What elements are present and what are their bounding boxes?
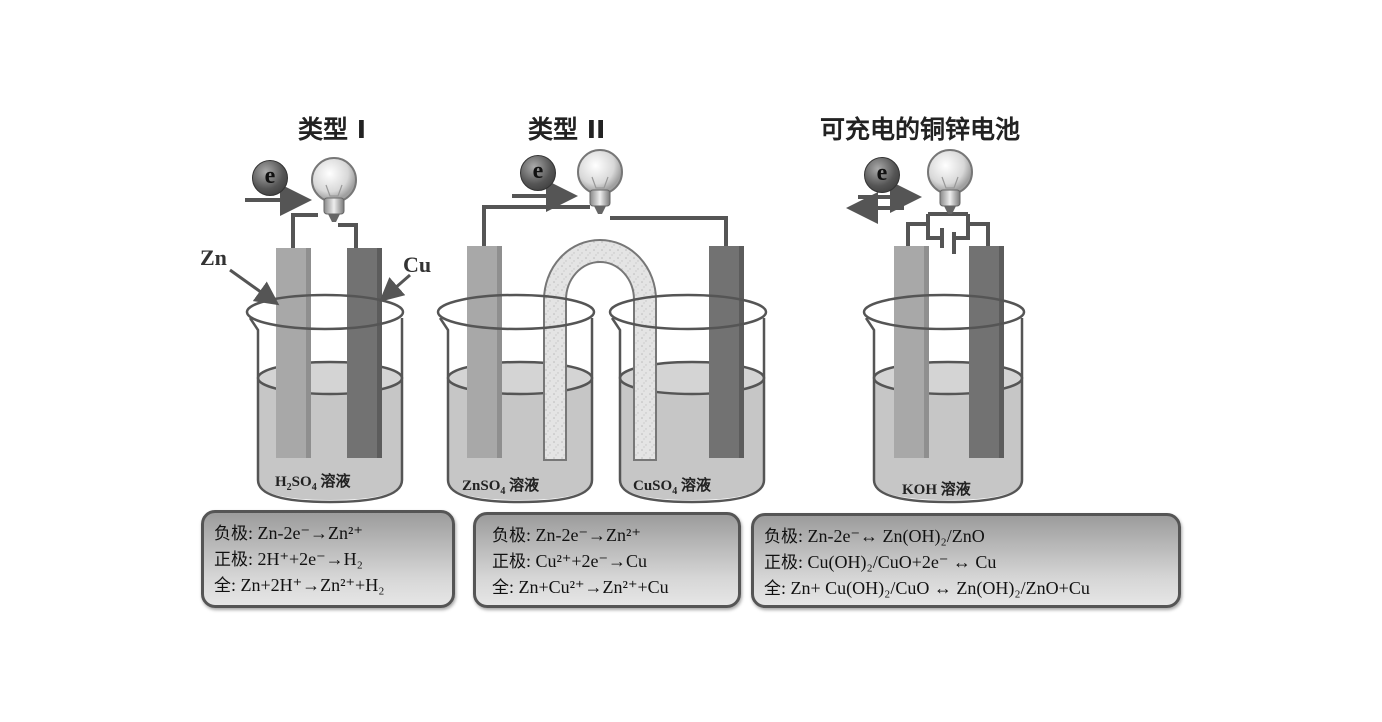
electron-icon: e — [864, 157, 900, 193]
equation-overall: 全: Zn+ Cu(OH)₂/CuO ↔ Zn(OH)₂/ZnO+Cu — [764, 578, 1090, 599]
cu-electrode — [347, 248, 381, 458]
equation-box-type-2: 负极: Zn-2e⁻→Zn²⁺ 正极: Cu²⁺+2e⁻→Cu 全: Zn+Cu… — [473, 512, 741, 608]
light-bulb-icon — [311, 157, 357, 222]
solution-label-koh: KOH 溶液 — [902, 482, 971, 498]
panel-type-1-art — [229, 157, 411, 504]
equation-box-type-1: 负极: Zn-2e⁻→Zn²⁺ 正极: 2H⁺+2e⁻→H₂ 全: Zn+2H⁺… — [201, 510, 455, 608]
parallel-circuit-with-battery — [906, 212, 990, 254]
light-bulb-icon — [927, 149, 973, 214]
zn-electrode — [894, 246, 928, 458]
equation-negative: 负极: Zn-2e⁻→Zn²⁺ — [492, 525, 641, 546]
cu-label: Cu — [403, 252, 432, 277]
zn-electrode — [467, 246, 501, 458]
beaker-outline — [862, 293, 1026, 504]
cu-pointer-arrow — [379, 273, 411, 302]
light-bulb-icon — [577, 149, 623, 214]
salt-bridge — [543, 239, 657, 461]
equation-overall: 全: Zn+2H⁺→Zn²⁺+H₂ — [214, 575, 385, 596]
equation-negative: 负极: Zn-2e⁻→Zn²⁺ — [214, 523, 363, 544]
beaker-outline — [245, 293, 405, 504]
zn-label: Zn — [200, 245, 227, 270]
equation-positive: 正极: 2H⁺+2e⁻→H₂ — [214, 549, 363, 570]
equation-box-rechargeable: 负极: Zn-2e⁻↔ Zn(OH)₂/ZnO 正极: Cu(OH)₂/CuO+… — [751, 513, 1181, 608]
beaker-outline — [436, 293, 768, 504]
equation-overall: 全: Zn+Cu²⁺→Zn²⁺+Cu — [492, 577, 669, 598]
zn-electrode — [276, 248, 310, 458]
electron-icon: e — [252, 160, 288, 196]
panel-title-rechargeable: 可充电的铜锌电池 — [820, 115, 1021, 144]
cu-electrode — [709, 246, 743, 458]
zn-pointer-arrow — [229, 268, 280, 306]
panel-type-2-art — [436, 149, 768, 504]
solution-label-znso4: ZnSO4 溶液 — [462, 478, 540, 497]
panel-rechargeable-art — [846, 149, 1026, 504]
cu-electrode — [969, 246, 1003, 458]
panel-title-type-1: 类型 I — [298, 115, 367, 144]
equation-negative: 负极: Zn-2e⁻↔ Zn(OH)₂/ZnO — [764, 526, 985, 547]
electron-icon: e — [520, 155, 556, 191]
solution-label-cuso4: CuSO4 溶液 — [633, 478, 711, 497]
equation-positive: 正极: Cu(OH)₂/CuO+2e⁻ ↔ Cu — [764, 552, 997, 573]
wire — [291, 213, 358, 248]
equation-positive: 正极: Cu²⁺+2e⁻→Cu — [492, 551, 648, 572]
panel-title-type-2: 类型 II — [528, 115, 606, 144]
solution-label-h2so4: H2SO4 溶液 — [275, 474, 351, 493]
